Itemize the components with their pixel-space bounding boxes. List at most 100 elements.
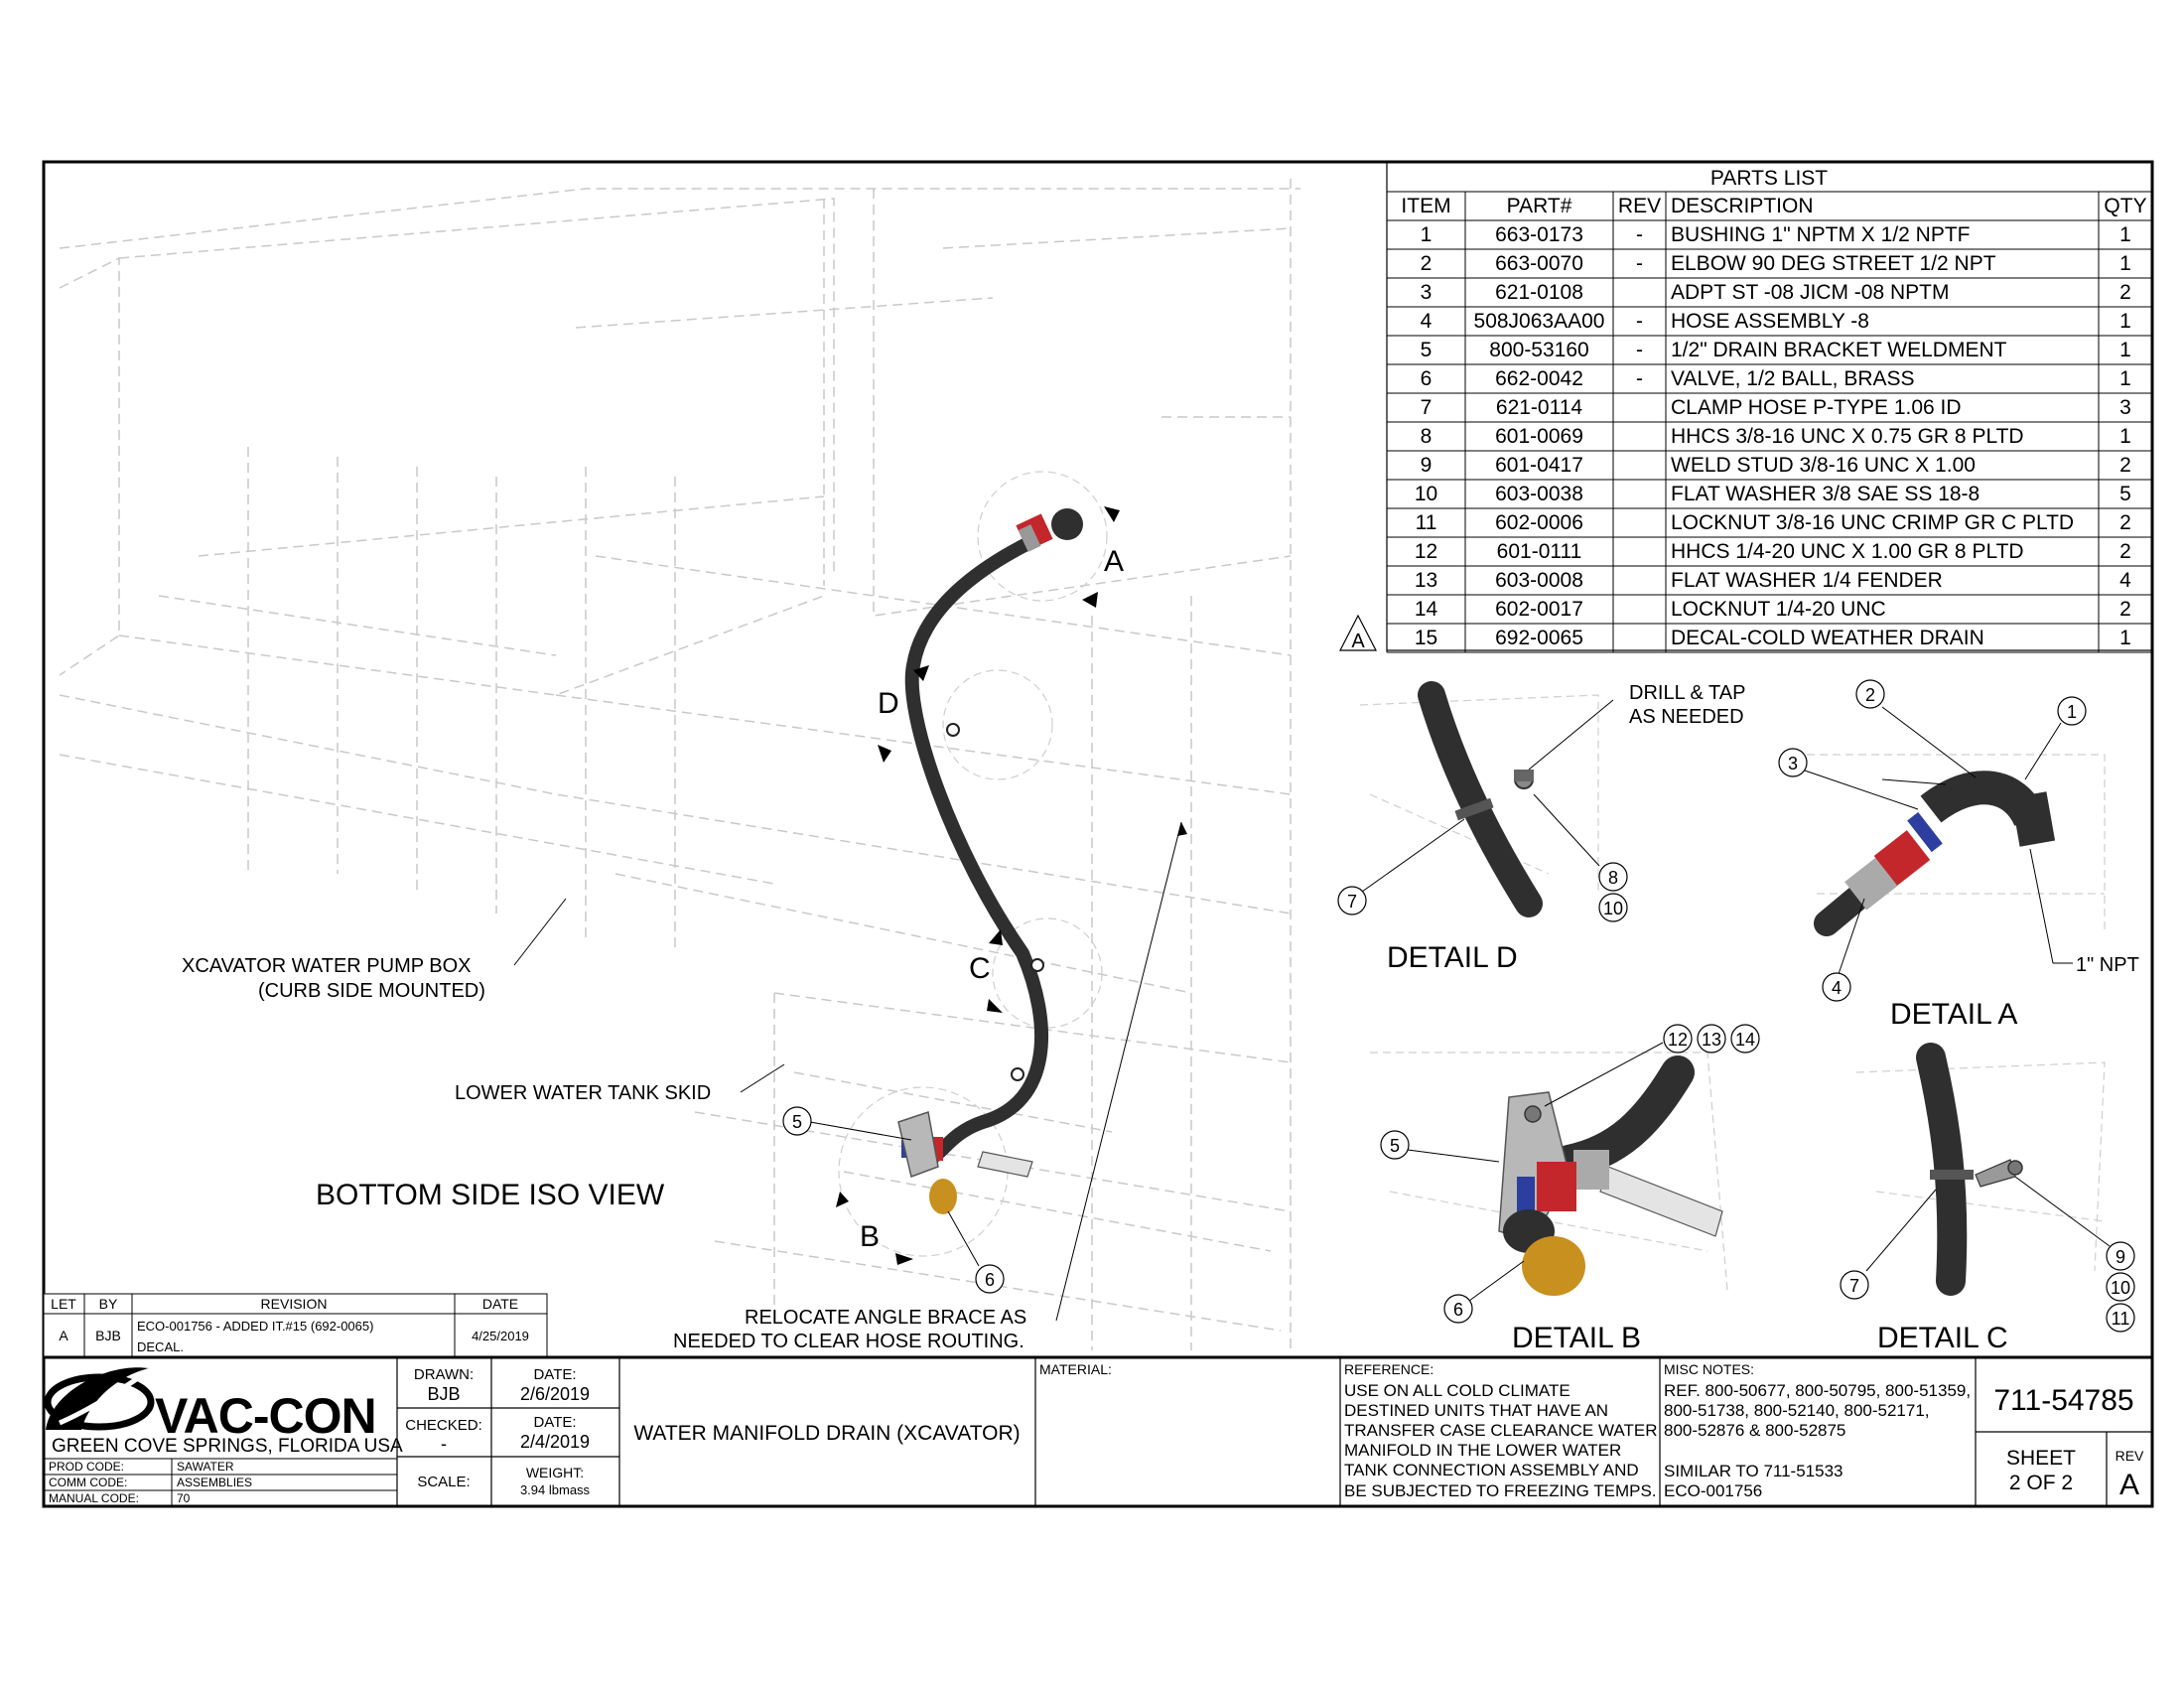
parts-list-cell: LOCKNUT 3/8-16 UNC CRIMP GR C PLTD bbox=[1671, 511, 2074, 534]
parts-list-cell: FLAT WASHER 3/8 SAE SS 18-8 bbox=[1671, 483, 1979, 505]
parts-list-cell: 2 bbox=[2119, 511, 2131, 534]
parts-list-header: DESCRIPTION bbox=[1671, 195, 1814, 217]
detail-c-balloon-10: 10 bbox=[2111, 1278, 2130, 1298]
parts-list-cell: 1 bbox=[2119, 310, 2131, 333]
misc-line-3: 800-52876 & 800-52875 bbox=[1664, 1421, 1845, 1440]
detail-letter-b: B bbox=[860, 1220, 880, 1253]
detail-b-title: DETAIL B bbox=[1512, 1322, 1641, 1354]
detail-d-note-1: DRILL & TAP bbox=[1629, 682, 1745, 704]
manual-code-label: MANUAL CODE: bbox=[49, 1491, 139, 1505]
parts-list-header: QTY bbox=[2104, 195, 2146, 217]
drawn-date-label: DATE: bbox=[533, 1366, 576, 1383]
rev-header-by: BY bbox=[99, 1296, 118, 1312]
revision-block: LET BY REVISION DATE A BJB ECO-001756 - … bbox=[43, 1293, 548, 1358]
weight-label: WEIGHT: bbox=[526, 1465, 584, 1480]
hose-assembly-main bbox=[897, 508, 1083, 1214]
detail-b-balloon-14: 14 bbox=[1735, 1030, 1755, 1050]
drawn-date: 2/6/2019 bbox=[520, 1384, 590, 1404]
parts-list-cell: DECAL-COLD WEATHER DRAIN bbox=[1671, 627, 1984, 649]
reference-line-6: BE SUBJECTED TO FREEZING TEMPS. bbox=[1344, 1481, 1657, 1500]
parts-list-cell: - bbox=[1636, 339, 1643, 361]
parts-list-cell: 10 bbox=[1415, 483, 1437, 505]
reference-line-1: USE ON ALL COLD CLIMATE bbox=[1344, 1381, 1570, 1400]
detail-c-balloon-7: 7 bbox=[1849, 1276, 1859, 1296]
detail-d-balloon-10: 10 bbox=[1603, 899, 1623, 918]
checked-date: 2/4/2019 bbox=[520, 1432, 590, 1452]
misc-line-2: 800-51738, 800-52140, 800-52171, bbox=[1664, 1401, 1930, 1420]
parts-list-cell: 2 bbox=[2119, 598, 2131, 621]
parts-list-cell: 662-0042 bbox=[1495, 367, 1583, 390]
parts-list-cell: 601-0111 bbox=[1497, 540, 1582, 563]
parts-list-cell: ADPT ST -08 JICM -08 NPTM bbox=[1671, 281, 1949, 304]
prod-code-label: PROD CODE: bbox=[49, 1460, 124, 1474]
parts-list-cell: 508J063AA00 bbox=[1474, 310, 1605, 333]
rev-desc-1: ECO-001756 - ADDED IT.#15 (692-0065) bbox=[137, 1319, 373, 1334]
parts-list-cell: - bbox=[1636, 367, 1643, 390]
parts-list-cell: 1 bbox=[2119, 223, 2131, 246]
detail-letter-a: A bbox=[1104, 545, 1124, 578]
detail-a-note: 1" NPT bbox=[2076, 954, 2139, 976]
reference-line-4: MANIFOLD IN THE LOWER WATER bbox=[1344, 1441, 1621, 1460]
parts-list-cell: - bbox=[1636, 310, 1643, 333]
detail-letter-d: D bbox=[878, 687, 899, 720]
detail-c: 7 9 10 11 DETAIL C bbox=[1840, 1043, 2135, 1354]
detail-d-title: DETAIL D bbox=[1387, 941, 1518, 974]
parts-list-cell: CLAMP HOSE P-TYPE 1.06 ID bbox=[1671, 396, 1962, 419]
parts-list-cell: LOCKNUT 1/4-20 UNC bbox=[1671, 598, 1886, 621]
detail-c-balloon-11: 11 bbox=[2112, 1309, 2130, 1329]
detail-b-balloon-13: 13 bbox=[1702, 1030, 1721, 1050]
detail-b: 12 13 14 5 6 DETAIL B bbox=[1380, 1024, 1760, 1354]
parts-list-cell: 1 bbox=[1421, 223, 1433, 246]
parts-list-cell: 1 bbox=[2119, 425, 2131, 448]
parts-list-rev-flag: A bbox=[1351, 631, 1365, 652]
main-callouts: XCAVATOR WATER PUMP BOX (CURB SIDE MOUNT… bbox=[182, 821, 1187, 1352]
parts-list-cell: 5 bbox=[1421, 339, 1433, 361]
reference-line-2: DESTINED UNITS THAT HAVE AN bbox=[1344, 1401, 1608, 1420]
parts-list-cell: 621-0108 bbox=[1495, 281, 1583, 304]
parts-list-cell: WELD STUD 3/8-16 UNC X 1.00 bbox=[1671, 454, 1976, 477]
detail-a-balloon-1: 1 bbox=[2067, 702, 2077, 722]
sheet-number: 2 OF 2 bbox=[2009, 1472, 2073, 1494]
parts-list-cell: 692-0065 bbox=[1495, 627, 1583, 649]
parts-list-cell: 602-0006 bbox=[1495, 511, 1583, 534]
reference-line-3: TRANSFER CASE CLEARANCE WATER bbox=[1344, 1421, 1658, 1440]
rev-desc-2: DECAL. bbox=[137, 1339, 184, 1354]
parts-list-cell: 621-0114 bbox=[1496, 396, 1583, 419]
parts-list-header: ITEM bbox=[1401, 195, 1450, 217]
scale-label: SCALE: bbox=[417, 1474, 470, 1490]
misc-line-1: REF. 800-50677, 800-50795, 800-51359, bbox=[1664, 1381, 1971, 1400]
rev-header-revision: REVISION bbox=[261, 1296, 328, 1312]
misc-line-5: SIMILAR TO 711-51533 bbox=[1664, 1462, 1843, 1480]
parts-list-cell: HHCS 3/8-16 UNC X 0.75 GR 8 PLTD bbox=[1671, 425, 2024, 448]
pump-box-callout-2: (CURB SIDE MOUNTED) bbox=[258, 980, 485, 1002]
comm-code-value: ASSEMBLIES bbox=[177, 1476, 252, 1489]
tank-skid-callout: LOWER WATER TANK SKID bbox=[455, 1082, 711, 1104]
detail-a-title: DETAIL A bbox=[1890, 998, 2017, 1031]
reference-label: REFERENCE: bbox=[1344, 1361, 1433, 1377]
parts-list-header: REV bbox=[1618, 195, 1661, 217]
parts-list-cell: HHCS 1/4-20 UNC X 1.00 GR 8 PLTD bbox=[1671, 540, 2024, 563]
company-location: GREEN COVE SPRINGS, FLORIDA USA bbox=[52, 1436, 403, 1457]
parts-list-cell: 2 bbox=[2119, 540, 2131, 563]
parts-list-cell: 1/2" DRAIN BRACKET WELDMENT bbox=[1671, 339, 2007, 361]
parts-list-cell: 603-0008 bbox=[1495, 569, 1583, 592]
parts-list-cell: 602-0017 bbox=[1495, 598, 1583, 621]
view-title: BOTTOM SIDE ISO VIEW bbox=[316, 1179, 665, 1211]
parts-list-cell: 601-0417 bbox=[1495, 454, 1583, 477]
detail-a-balloon-3: 3 bbox=[1788, 754, 1798, 774]
parts-list-cell: HOSE ASSEMBLY -8 bbox=[1671, 310, 1869, 333]
parts-list-cell: 11 bbox=[1416, 511, 1437, 534]
parts-list-cell: - bbox=[1636, 223, 1643, 246]
parts-list-cell: 1 bbox=[2119, 627, 2131, 649]
detail-d-balloon-7: 7 bbox=[1347, 892, 1357, 912]
parts-list-cell: 663-0070 bbox=[1495, 252, 1583, 275]
parts-list-cell: 603-0038 bbox=[1495, 483, 1583, 505]
detail-a-balloon-2: 2 bbox=[1865, 685, 1875, 705]
drawing-number: 711-54785 bbox=[1993, 1384, 2133, 1417]
parts-list-cell: 1 bbox=[2119, 252, 2131, 275]
drawn-by: BJB bbox=[427, 1384, 460, 1404]
comm-code-label: COMM CODE: bbox=[49, 1476, 127, 1489]
prod-code-value: SAWATER bbox=[177, 1460, 234, 1474]
